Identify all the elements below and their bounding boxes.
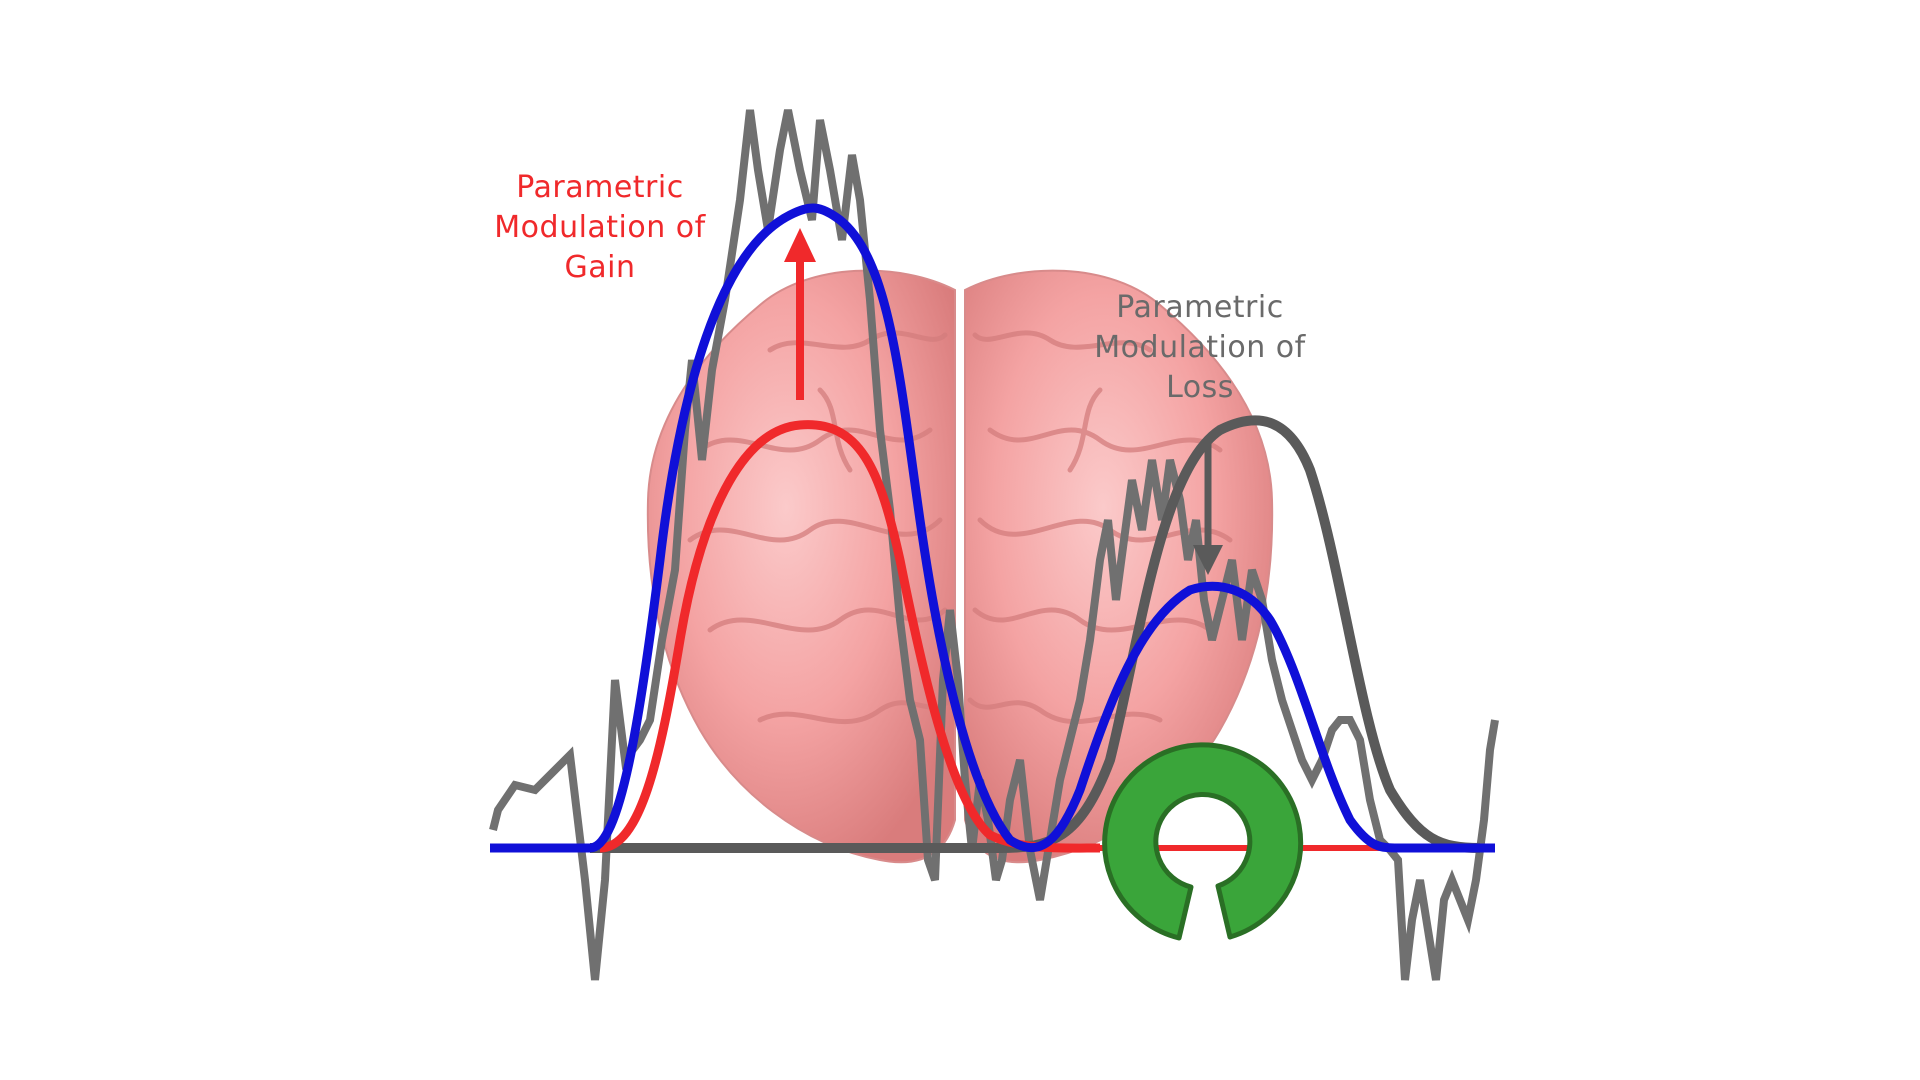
loss-response-curve: [590, 415, 1481, 853]
loss-annotation: Parametric Modulation of Loss: [1055, 288, 1345, 408]
modulated-response-curve: [490, 203, 1495, 853]
arrow-down-icon: [1193, 545, 1223, 575]
gain-annotation: Parametric Modulation of Gain: [470, 168, 730, 288]
loss-annotation-line-1: Parametric: [1116, 290, 1284, 325]
loss-arrow: [1193, 440, 1223, 575]
gain-arrow: [784, 228, 816, 400]
gain-annotation-line-3: Gain: [564, 250, 636, 285]
gain-annotation-line-2: Modulation of: [494, 210, 706, 245]
loss-annotation-line-3: Loss: [1166, 370, 1234, 405]
gain-response-curve: [599, 420, 1101, 853]
gain-annotation-line-1: Parametric: [516, 170, 684, 205]
open-source-initiative-logo-icon: [1102, 742, 1304, 941]
arrow-up-icon: [784, 228, 816, 262]
loss-annotation-line-2: Modulation of: [1094, 330, 1306, 365]
